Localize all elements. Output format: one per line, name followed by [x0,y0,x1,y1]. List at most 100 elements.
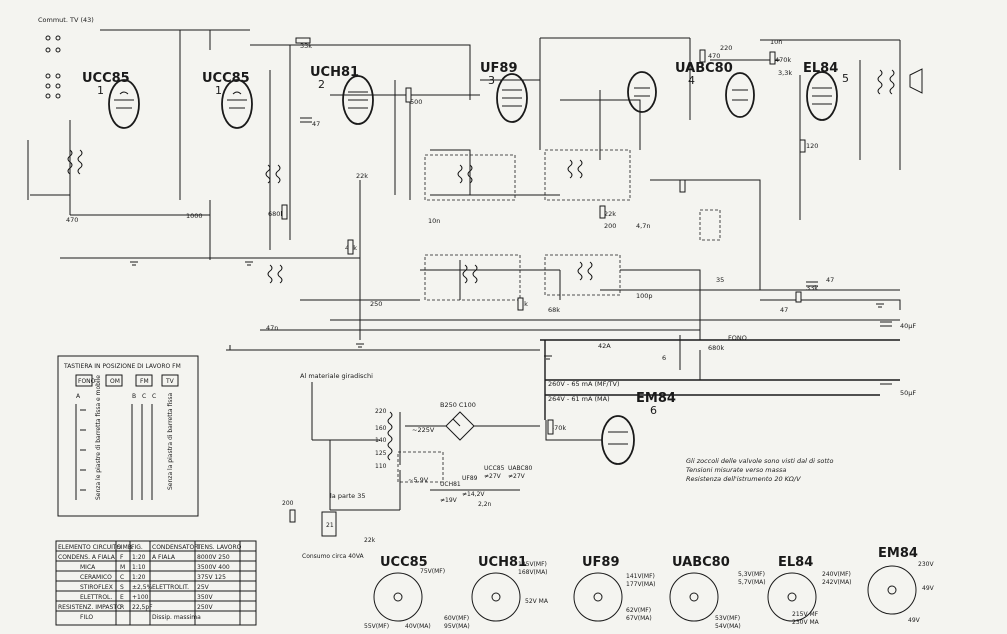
svg-text:3: 3 [488,74,495,87]
svg-text:ELETTROL.: ELETTROL. [80,594,112,601]
svg-text:Senza le piastre di barretta f: Senza le piastre di barretta fissa e mob… [95,375,102,500]
svg-text:110: 110 [375,463,387,470]
svg-text:UCH81: UCH81 [440,481,461,488]
svg-text:120: 120 [806,142,818,150]
svg-text:470: 470 [66,216,78,224]
svg-text:141V(MF): 141V(MF) [626,573,655,580]
heater-ucc85: UCC85 ≠27V [484,465,505,480]
svg-text:55V(MF): 55V(MF) [364,623,389,630]
svg-text:A FIALA: A FIALA [152,554,176,561]
svg-text:168V(MA): 168V(MA) [518,569,548,576]
svg-text:22k: 22k [356,172,368,180]
svg-text:UCC85: UCC85 [484,465,505,472]
svg-text:FONO: FONO [728,334,747,342]
svg-text:TASTIERA IN POSIZIONE DI LAVOR: TASTIERA IN POSIZIONE DI LAVORO FM [63,363,181,370]
socket-uch81: UCH81 135V(MF) 168V(MA) 60V(MF) 95V(MA) … [444,555,549,630]
power-supply: Al materiale giradischi 260V - 65 mA (MF… [282,372,620,560]
svg-text:Gli zoccoli delle valvole sono: Gli zoccoli delle valvole sono visti dal… [686,457,833,465]
heater-uf89: UF89 ≠14,2V [462,475,485,498]
svg-text:CONDENSATORI: CONDENSATORI [152,544,200,551]
svg-text:22k: 22k [604,210,616,218]
svg-text:EL84: EL84 [778,555,813,570]
svg-text:95V(MA): 95V(MA) [444,623,470,630]
svg-text:Consumo circa 40VA: Consumo circa 40VA [302,553,365,560]
svg-text:200: 200 [282,500,294,507]
svg-text:215V MF: 215V MF [792,611,819,618]
svg-text:177V(MA): 177V(MA) [626,581,656,588]
svg-text:220: 220 [720,44,732,52]
svg-text:Dissip. massima: Dissip. massima [152,614,201,621]
svg-text:B: B [132,393,136,400]
svg-text:54V(MA): 54V(MA) [715,623,741,630]
svg-text:125: 125 [375,450,387,457]
svg-text:135V(MF): 135V(MF) [518,561,547,568]
svg-text:10n: 10n [428,217,440,225]
svg-text:E: E [120,594,124,601]
socket-el84: EL84 5,3V(MF) 5,7V(MA) 240V(MF) 242V(MA)… [738,555,852,626]
svg-text:UABC80: UABC80 [672,555,730,570]
svg-text:47: 47 [312,120,320,128]
svg-text:40V(MA): 40V(MA) [405,623,431,630]
svg-text:UF89: UF89 [462,475,478,482]
svg-text:22k: 22k [364,537,376,544]
svg-text:35: 35 [716,276,724,284]
svg-text:680k: 680k [708,344,724,352]
svg-text:47: 47 [826,276,834,284]
svg-text:100p: 100p [636,292,653,300]
svg-text:UCC85: UCC85 [202,71,250,86]
svg-text:260V - 65 mA (MF/TV): 260V - 65 mA (MF/TV) [548,380,620,388]
svg-text:CERAMICO: CERAMICO [80,574,112,581]
svg-text:21: 21 [326,522,334,529]
svg-text:1:10: 1:10 [132,564,146,571]
svg-text:CONDENS. A FIALA: CONDENS. A FIALA [58,554,116,561]
tube-em84: EM84 6 [545,391,676,465]
socket-uabc80: UABC80 53V(MF) 54V(MA) [669,555,741,630]
svg-text:62V(MF): 62V(MF) [626,607,651,614]
svg-text:1: 1 [97,84,104,97]
svg-text:264V - 61 mA (MA): 264V - 61 mA (MA) [548,395,610,403]
svg-text:≠14,2V: ≠14,2V [462,491,485,498]
svg-text:TV: TV [165,378,175,385]
svg-text:FILO: FILO [80,614,93,621]
svg-text:47n: 47n [266,324,278,332]
svg-text:230V: 230V [918,561,934,568]
svg-text:50μF: 50μF [900,389,916,397]
svg-text:470: 470 [708,52,720,60]
svg-text:67V(MA): 67V(MA) [626,615,652,622]
keyboard-panel: TASTIERA IN POSIZIONE DI LAVORO FM FONO … [57,355,199,517]
svg-text:3500V 400: 3500V 400 [197,564,230,571]
svg-text:RESISTENZ. IMPASTO: RESISTENZ. IMPASTO [58,604,122,611]
svg-text:Senza la piastra di barretta f: Senza la piastra di barretta fissa [167,392,174,490]
svg-text:≠27V: ≠27V [508,473,526,480]
svg-text:470k: 470k [775,56,791,64]
commut-label: Commut. TV (43) [38,16,94,24]
svg-text:250: 250 [370,300,382,308]
svg-text:52V MA: 52V MA [525,598,549,605]
svg-text:49V: 49V [908,617,921,624]
svg-text:UABC80: UABC80 [675,61,733,76]
svg-text:5,3V(MF): 5,3V(MF) [738,571,765,578]
svg-text:UCC85: UCC85 [380,555,428,570]
svg-text:5,7V(MA): 5,7V(MA) [738,579,766,586]
svg-text:47: 47 [780,306,788,314]
svg-text:FONO: FONO [78,378,96,385]
svg-text:MICA: MICA [80,564,96,571]
svg-text:Resistenza dell'istrumento 20: Resistenza dell'istrumento 20 KΩ/V [686,475,801,483]
socket-ucc85: UCC85 75V(MF) 55V(MF) 40V(MA) [364,555,445,630]
svg-text:M: M [120,564,125,571]
svg-text:FIG.: FIG. [131,544,143,551]
svg-text:S: S [120,584,124,591]
svg-text:UF89: UF89 [480,61,518,76]
svg-text:UCC85: UCC85 [82,71,130,86]
shield-boxes [397,149,721,483]
svg-text:33k: 33k [300,42,312,50]
svg-text:230V MA: 230V MA [792,619,820,626]
svg-text:68k: 68k [548,306,560,314]
svg-text:C: C [152,393,156,400]
svg-text:160: 160 [375,425,387,432]
svg-text:6: 6 [650,404,657,417]
svg-text:A: A [76,393,81,400]
svg-text:≠19V: ≠19V [440,497,458,504]
socket-em84: EM84 230V 49V 49V [867,546,935,624]
